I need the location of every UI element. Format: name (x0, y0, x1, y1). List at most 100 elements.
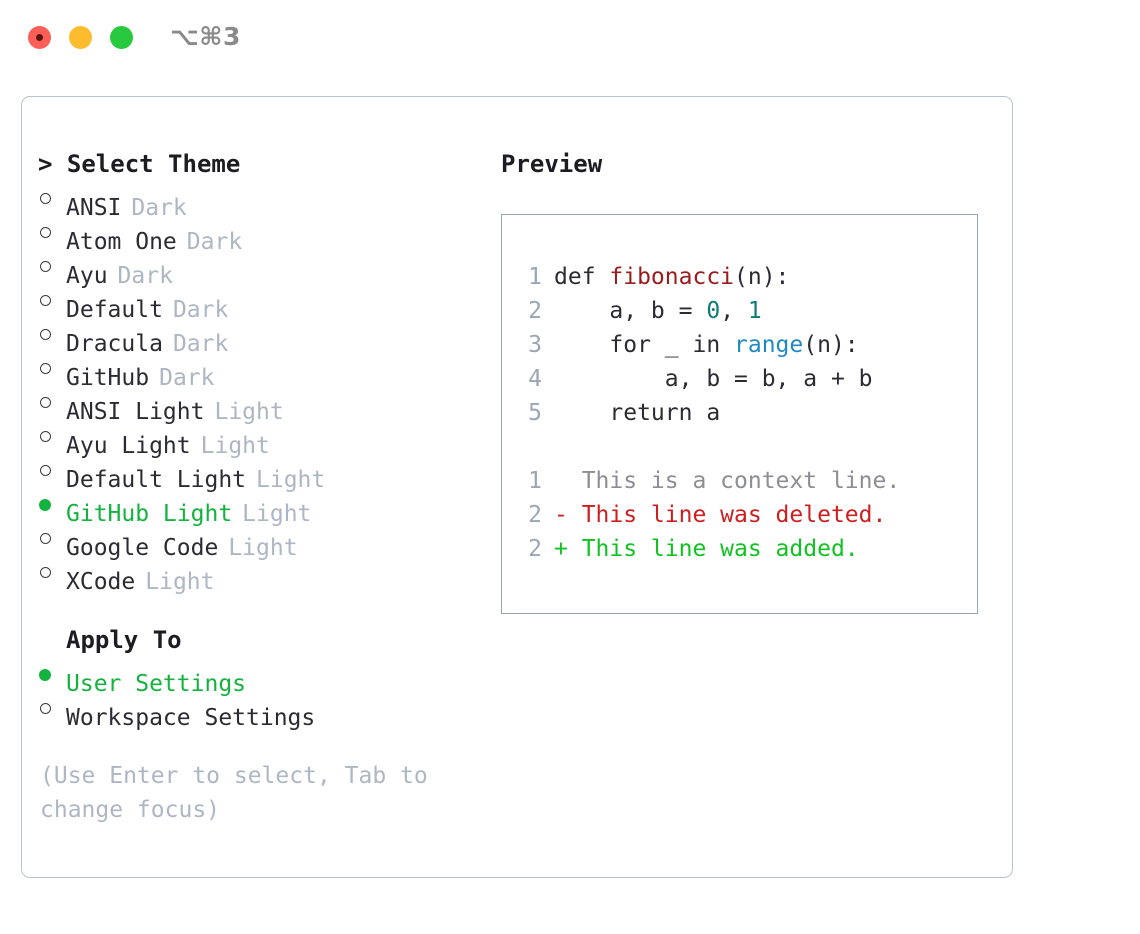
diff-line: 2 - This line was deleted. (502, 498, 977, 532)
token-plain: a, b = b, a + b (554, 366, 873, 392)
theme-option[interactable]: ANSI Light Light (38, 385, 498, 425)
token-plain: a, b = (554, 298, 707, 324)
radio-unselected-icon (38, 691, 66, 725)
theme-option[interactable]: Default Dark (38, 283, 498, 323)
code-line: 3 for _ in range(n): (502, 328, 977, 362)
theme-option-label: Dracula (66, 331, 163, 357)
keyboard-shortcut-label: ⌥⌘3 (170, 22, 241, 51)
token-plain: (n): (803, 332, 859, 358)
theme-option-label: Atom One (66, 229, 177, 255)
token-ctx: This is a context line. (554, 468, 901, 494)
radio-unselected-icon (38, 249, 66, 283)
theme-option[interactable]: Google Code Light (38, 521, 498, 561)
radio-unselected-icon (38, 385, 66, 419)
theme-variant-badge: Dark (172, 297, 229, 323)
line-number: 3 (528, 332, 542, 358)
theme-option-label: Default Light (66, 467, 247, 493)
radio-unselected-icon (38, 317, 66, 351)
code-line-text: return a (554, 396, 720, 430)
radio-unselected-icon (38, 453, 66, 487)
apply-to-option[interactable]: User Settings (38, 657, 498, 697)
token-num: 1 (747, 298, 762, 324)
theme-variant-badge: Light (145, 569, 215, 595)
radio-selected-icon (38, 487, 66, 521)
close-button[interactable] (28, 26, 51, 49)
token-plain: , (720, 298, 748, 324)
theme-variant-badge: Dark (172, 331, 229, 357)
window-controls (28, 26, 133, 49)
radio-unselected-icon (38, 555, 66, 589)
code-line: 5 return a (502, 396, 977, 430)
title-bar: ⌥⌘3 (0, 0, 1140, 78)
theme-option-label: Default (66, 297, 163, 323)
select-theme-heading: > Select Theme (38, 150, 241, 178)
theme-option-label: ANSI (66, 195, 122, 221)
minimize-button[interactable] (69, 26, 92, 49)
token-add: + This line was added. (554, 536, 859, 562)
line-number: 4 (528, 366, 542, 392)
radio-unselected-icon (38, 351, 66, 385)
diff-sample: 1 This is a context line. 2 - This line wa… (502, 464, 977, 566)
line-number: 1 (528, 264, 542, 290)
line-number: 2 (528, 298, 542, 324)
diff-line: 1 This is a context line. (502, 464, 977, 498)
theme-option-label: Ayu Light (66, 433, 191, 459)
theme-option[interactable]: GitHub Dark (38, 351, 498, 391)
theme-variant-badge: Dark (159, 365, 215, 391)
diff-line-text: + This line was added. (554, 532, 859, 566)
theme-option[interactable]: Ayu Light Light (38, 419, 498, 459)
apply-to-heading: Apply To (66, 626, 182, 654)
line-number: 2 (528, 502, 542, 528)
code-line-text: a, b = b, a + b (554, 362, 873, 396)
line-number: 5 (528, 400, 542, 426)
radio-unselected-icon (38, 215, 66, 249)
token-plain: return a (554, 400, 721, 426)
token-builtin: range (734, 332, 804, 358)
theme-variant-badge: Light (200, 433, 270, 459)
maximize-button[interactable] (110, 26, 133, 49)
theme-option[interactable]: Dracula Dark (38, 317, 498, 357)
apply-to-option-label: User Settings (66, 671, 247, 697)
radio-unselected-icon (38, 521, 66, 555)
theme-option-label: GitHub Light (66, 501, 233, 527)
theme-variant-badge: Dark (117, 263, 173, 289)
code-line: 4 a, b = b, a + b (502, 362, 977, 396)
keyboard-hint-text: (Use Enter to select, Tab to change focu… (40, 763, 428, 823)
theme-variant-badge: Light (256, 467, 326, 493)
theme-option[interactable]: Default Light Light (38, 453, 498, 493)
theme-variant-badge: Light (214, 399, 284, 425)
theme-option-label: ANSI Light (66, 399, 205, 425)
theme-option[interactable]: Atom One Dark (38, 215, 498, 255)
preview-heading: Preview (501, 150, 603, 178)
code-line: 1 def fibonacci(n): (502, 260, 977, 294)
radio-unselected-icon (38, 419, 66, 453)
radio-selected-icon (38, 657, 66, 691)
token-plain: def (554, 264, 610, 290)
line-number: 1 (528, 468, 542, 494)
theme-option-label: Google Code (66, 535, 219, 561)
radio-unselected-icon (38, 181, 66, 215)
token-plain: (n): (734, 264, 790, 290)
theme-option-label: GitHub (66, 365, 150, 391)
token-num: 0 (706, 298, 721, 324)
token-func: fibonacci (609, 264, 735, 290)
apply-to-option-label: Workspace Settings (66, 705, 316, 731)
token-del: - This line was deleted. (554, 502, 887, 528)
apply-to-option[interactable]: Workspace Settings (38, 691, 498, 731)
theme-variant-badge: Dark (186, 229, 243, 255)
line-number: 2 (528, 536, 542, 562)
diff-line-text: - This line was deleted. (554, 498, 886, 532)
theme-variant-badge: Light (228, 535, 298, 561)
